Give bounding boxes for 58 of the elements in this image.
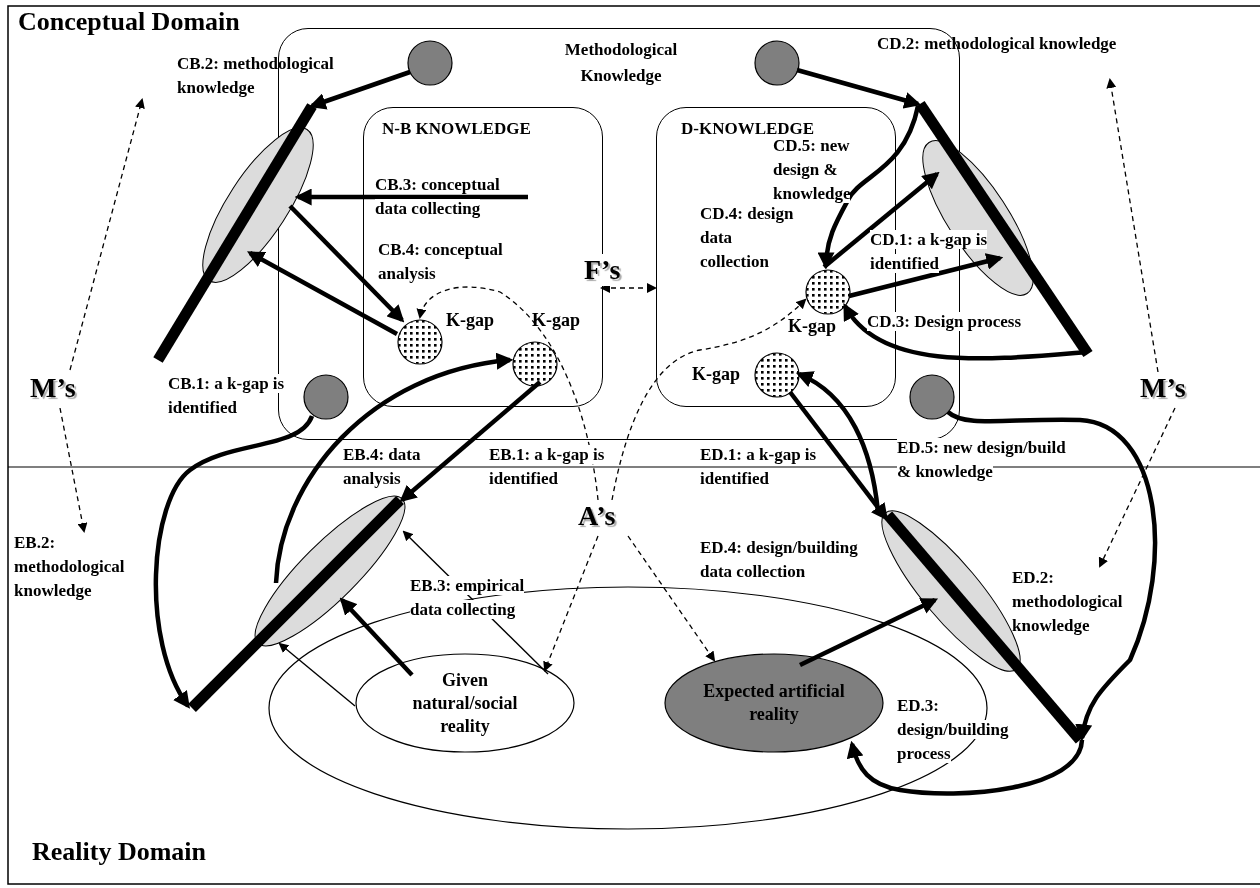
filled-circle [909,374,955,420]
dotted-circle [805,269,851,315]
arrow [294,188,528,206]
dotted-circle [512,341,558,387]
ellipse-node [355,653,575,753]
ellipse-node [664,653,884,753]
dashed-arrow [611,298,807,501]
arrow [848,253,1004,299]
node-label: Given natural/social reality [412,668,518,738]
arrow [799,597,939,668]
edge-label: F’s [584,254,621,286]
arrow [278,642,356,707]
filled-circle [754,40,800,86]
arrow [817,105,921,270]
arrow [288,204,405,323]
dashed-arrow [59,407,88,533]
dashed-arrow [1106,78,1159,373]
arrow [796,67,922,109]
arrow [399,380,542,503]
filled-circle [407,40,453,86]
note-text: CD.2: methodological knowledge [877,32,1122,80]
node-caption: K-gap [532,309,580,332]
dotted-circle [754,352,800,398]
box-title: N-B KNOWLEDGE [382,118,532,140]
note-text: EB.2: methodological knowledge [14,531,144,603]
step-label: CD.3: Design process [867,311,1023,333]
arrow [847,739,1085,796]
step-label: ED.5: new design/build & knowledge [897,437,1067,483]
step-label: CD.1: a k-gap is identified [870,229,988,275]
arrow [273,353,514,584]
arrow [822,171,940,269]
filled-circle [303,374,349,420]
note-text: ED.2: methodological knowledge [1012,566,1147,638]
arrow [153,414,314,709]
node-caption: K-gap [788,315,836,338]
dashed-arrow [417,286,599,501]
arrow [795,371,881,513]
dashed-arrow [627,535,716,662]
dashed-arrow [600,283,657,293]
step-label: EB.3: empirical data collecting [410,575,526,621]
dashed-arrow [543,535,599,672]
box-title: Methodological Knowledge [563,39,679,87]
dotted-circle [397,319,443,365]
arrow [339,597,414,677]
node-caption: K-gap [446,309,494,332]
arrow [788,390,889,521]
node-caption: K-gap [692,363,740,386]
arrow [946,410,1158,742]
callout-text: A’s [578,500,646,534]
arrow [247,251,399,336]
node-label: Expected artificial reality [702,680,846,726]
dashed-arrow [1098,407,1176,568]
dashed-arrow [69,98,145,371]
domain-title: Conceptual Domain [18,6,241,38]
domain-title: Reality Domain [32,836,208,868]
callout-text: M’s [30,372,102,406]
callout-text: M’s [1140,372,1212,406]
arrow [308,69,411,110]
